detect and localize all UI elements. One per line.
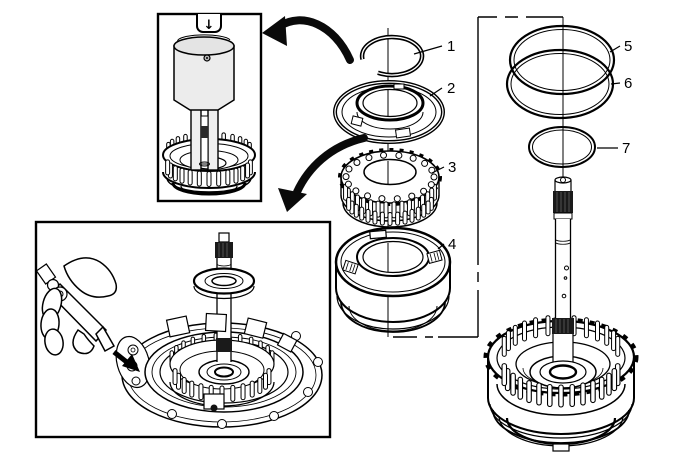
thumb — [63, 257, 118, 298]
callout-5: 5 — [624, 38, 632, 55]
spring-tops-ring — [342, 151, 438, 203]
clutch-housing-part4 — [334, 226, 452, 337]
air-test-inset — [34, 220, 332, 439]
callout-6: 6 — [624, 75, 632, 92]
support-plate-assembly — [115, 232, 323, 429]
hand-with-air-nozzle — [35, 257, 118, 356]
callout-4: 4 — [448, 236, 456, 253]
callout-3: 3 — [448, 159, 456, 176]
spring-coils-lower-row — [346, 196, 434, 226]
retainer-clip-right — [426, 249, 443, 264]
callout-1: 1 — [447, 38, 455, 55]
callouts: 1 2 3 4 5 6 7 — [413, 38, 632, 253]
callout-7: 7 — [622, 140, 630, 157]
air-gun-nozzle — [95, 325, 116, 353]
press-direction-tab — [196, 14, 222, 33]
output-shaft — [552, 176, 574, 362]
output-shaft-drum-assembly — [483, 176, 639, 452]
spring-assembly-part3 — [338, 148, 442, 228]
arrow-to-press-inset — [262, 16, 354, 64]
snap-ring-part1 — [359, 34, 425, 78]
retainer-clip-left — [342, 259, 359, 275]
inset-drum-front-rollers — [165, 159, 253, 187]
arrow-to-air-test-inset — [278, 134, 368, 212]
inset-shaft — [192, 232, 256, 362]
clutch-piston-part2 — [333, 80, 445, 144]
down-arrow-icon: ↓ — [204, 18, 215, 33]
sealing-ring-5 — [508, 24, 616, 96]
air-passage-arrow — [112, 350, 140, 372]
drum-front-rollers — [501, 363, 621, 408]
press-tool-inset: ↓ — [156, 12, 263, 203]
trigger-lever — [72, 328, 95, 355]
callout-2: 2 — [447, 80, 455, 97]
sealing-ring-7 — [528, 126, 596, 168]
